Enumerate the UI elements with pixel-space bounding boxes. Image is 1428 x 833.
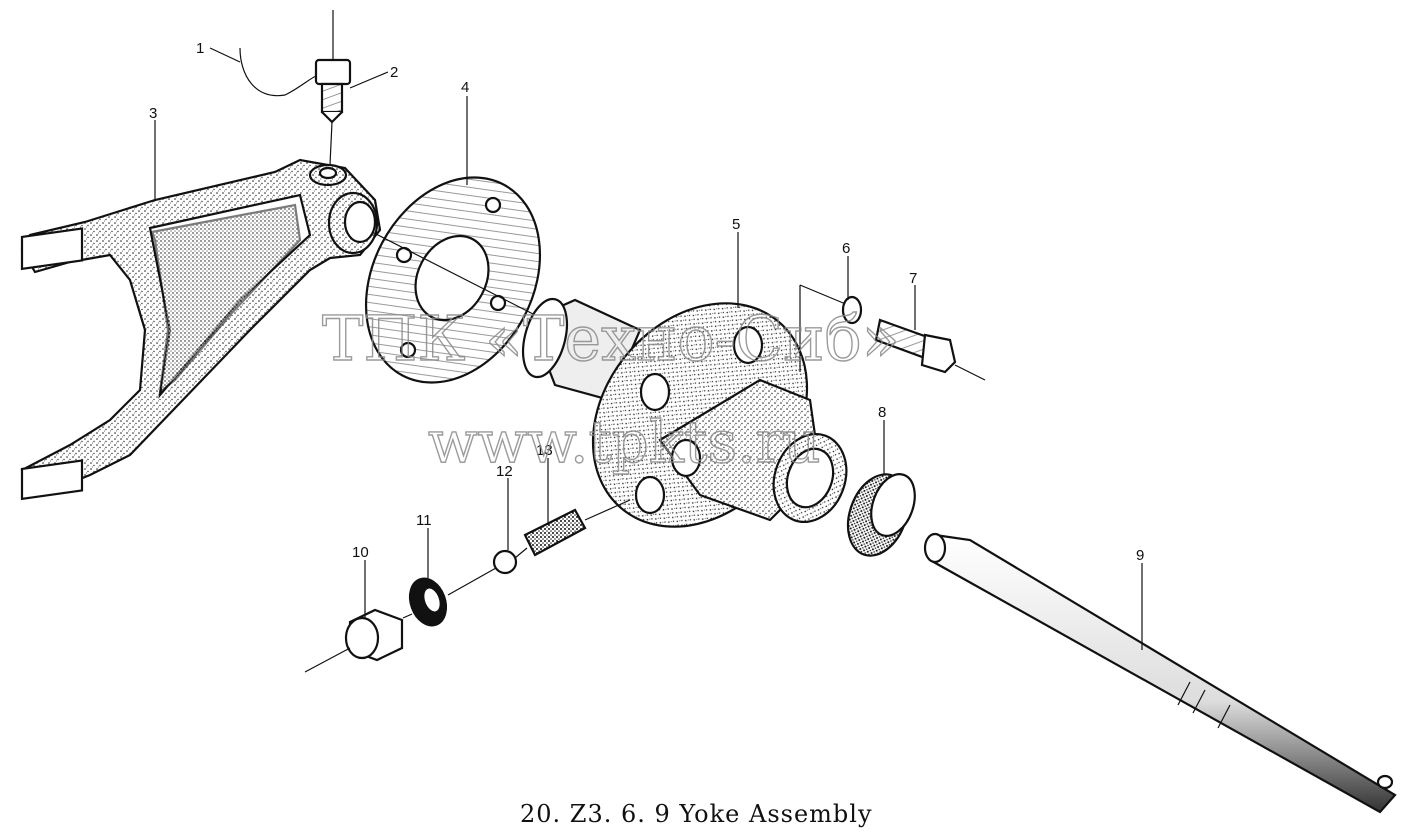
- leader-lines: [154, 47, 1143, 650]
- detent-ball-part: [492, 549, 518, 575]
- callout-12: 12: [496, 463, 513, 480]
- watermark-company: ТПК «Техно-Сиб»: [322, 302, 900, 375]
- callout-3: 3: [149, 105, 157, 122]
- callout-4: 4: [461, 79, 469, 96]
- callout-13: 13: [536, 442, 553, 459]
- lock-washer-part: [799, 284, 863, 372]
- set-screw-part: [314, 10, 352, 166]
- plug-part: [304, 608, 413, 673]
- watermark: ТПК «Техно-Сиб» www.tpkts.ru: [321, 301, 900, 476]
- callout-1: 1: [196, 40, 204, 57]
- callout-7: 7: [909, 270, 917, 287]
- callout-10: 10: [352, 544, 369, 561]
- callout-9: 9: [1136, 547, 1144, 564]
- bolt-part: [874, 318, 986, 381]
- figure-caption: 20. Z3. 6. 9 Yoke Assembly: [520, 800, 873, 828]
- gasket-part: [364, 176, 542, 384]
- callout-5: 5: [732, 216, 740, 233]
- bearing-part: [846, 473, 916, 557]
- callout-11: 11: [416, 512, 432, 529]
- callout-8: 8: [878, 404, 886, 421]
- callout-6: 6: [842, 240, 850, 257]
- fork-part: [20, 158, 382, 501]
- callout-2: 2: [390, 64, 398, 81]
- lock-wire-part: [239, 47, 319, 97]
- watermark-url: www.tpkts.ru: [428, 408, 821, 476]
- sealing-washer-part: [408, 567, 497, 627]
- spring-part: [523, 499, 631, 557]
- housing-part: [521, 297, 848, 528]
- shift-shaft-part: [923, 532, 1397, 814]
- callout-labels: 1 2 3 4 5 6 7 8 9 10 11 12 13: [149, 40, 1144, 564]
